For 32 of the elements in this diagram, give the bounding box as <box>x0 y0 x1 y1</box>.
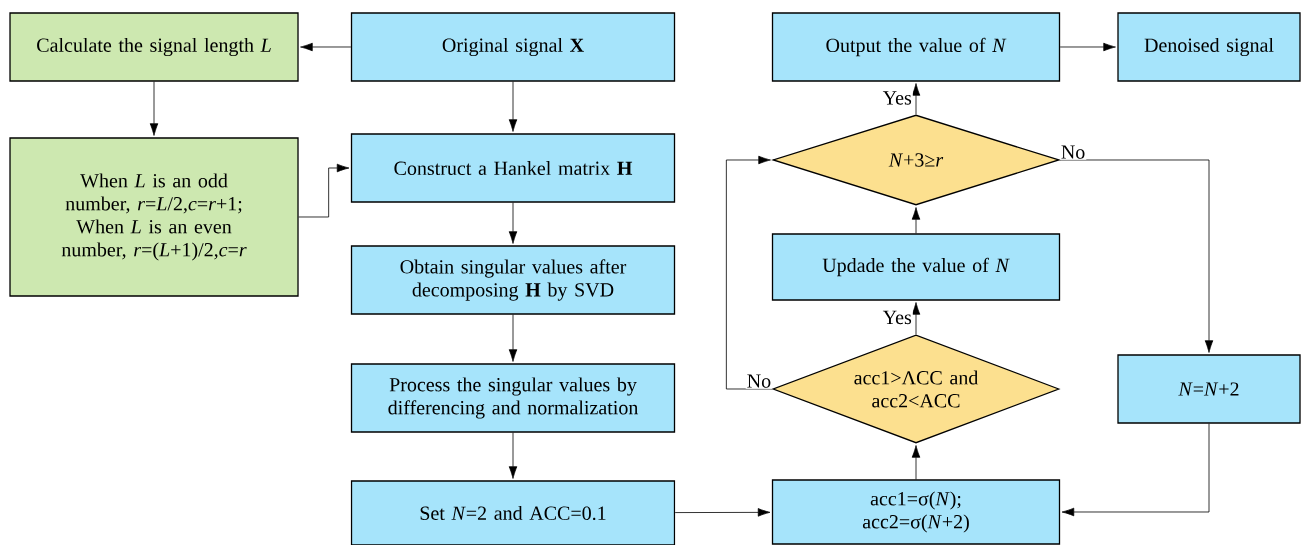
arrow <box>911 83 921 115</box>
process-box: Original signal X <box>350 12 676 82</box>
arrow <box>298 163 350 218</box>
process-box: Process the singular values by differencing and normalization <box>350 363 676 433</box>
arrow <box>300 42 352 52</box>
arrow <box>674 508 771 517</box>
arrow <box>508 314 518 362</box>
edge-label: No <box>745 373 773 389</box>
process-box: When L is an odd number, r=L/2,c=r+1; When L is an even number, r=(L+1)/2,c=r <box>9 137 299 297</box>
arrow <box>911 445 921 480</box>
arrow <box>149 81 159 136</box>
arrow <box>911 302 921 335</box>
arrow <box>1059 42 1116 52</box>
process-box: Obtain singular values after decomposing H by SVD <box>350 245 676 315</box>
process-box: N=N+2 <box>1117 354 1301 424</box>
arrow <box>1061 423 1210 517</box>
edge-label: Yes <box>881 309 913 326</box>
arrow <box>508 202 518 244</box>
arrow <box>508 81 518 132</box>
edge-label: Yes <box>881 90 913 106</box>
process-box: Output the value of N <box>771 12 1061 82</box>
arrow <box>725 155 773 390</box>
process-box: Calculate the signal length L <box>9 12 299 82</box>
edge-label: No <box>1059 144 1087 160</box>
process-box: Set N=2 and ACC=0.1 <box>350 480 676 545</box>
process-box: Denoised signal <box>1117 12 1301 82</box>
arrow <box>508 432 518 479</box>
process-box: Updade the value of N <box>771 233 1061 301</box>
process-box: acc1=σ(N); acc2=σ(N+2) <box>771 479 1061 545</box>
arrow <box>1059 159 1214 353</box>
arrow <box>911 207 921 234</box>
process-box: Construct a Hankel matrix H <box>350 133 676 203</box>
